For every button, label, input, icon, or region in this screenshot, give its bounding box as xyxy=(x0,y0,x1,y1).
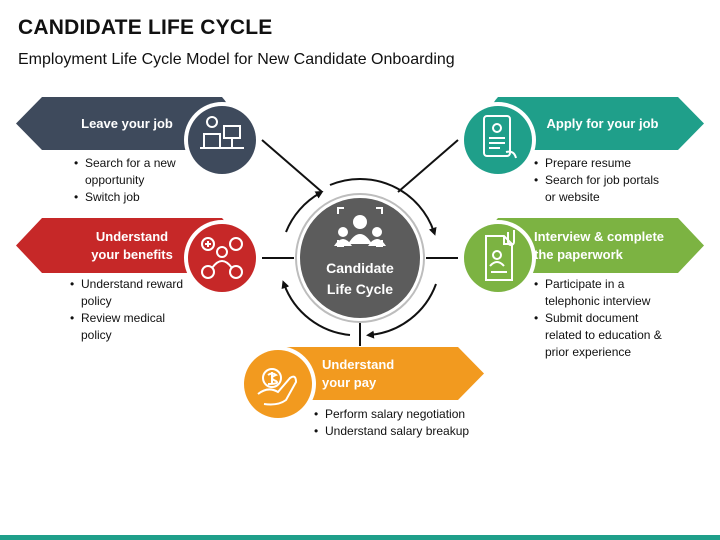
connector-lines xyxy=(261,139,459,346)
stage-benefits-bullets: Understand reward policy Review medical … xyxy=(70,276,190,344)
cycle-arrow-bottom-right xyxy=(366,283,437,339)
list-item: Perform salary negotiation xyxy=(314,406,504,423)
page-subtitle: Employment Life Cycle Model for New Cand… xyxy=(18,51,455,68)
page-title: CANDIDATE LIFE CYCLE xyxy=(18,16,273,39)
stage-interview-label-line1: Interview & complete xyxy=(534,228,665,244)
stage-pay-label-line2: your pay xyxy=(322,374,377,390)
bottom-accent-bar xyxy=(0,535,720,540)
stage-pay-banner xyxy=(240,346,484,422)
salary-hand-icon xyxy=(257,368,298,406)
stage-apply-label: Apply for your job xyxy=(530,97,675,150)
list-item: Participate in a telephonic interview xyxy=(534,276,674,310)
center-label-line2: Life Cycle xyxy=(326,281,394,297)
cycle-arrows xyxy=(281,177,437,339)
mobile-resume-icon xyxy=(483,115,517,159)
connector-leave xyxy=(261,139,323,193)
list-item: Search for a new opportunity xyxy=(74,155,194,189)
cycle-arrow-bottom-left xyxy=(281,280,351,336)
stage-interview-label: Interview & complete the paperwork xyxy=(534,218,684,273)
center-label-line1: Candidate xyxy=(326,260,394,276)
stage-apply-label-line1: Apply for your job xyxy=(546,115,659,131)
stage-benefits-label-line1: Understand xyxy=(95,228,169,244)
list-item: Understand salary breakup xyxy=(314,423,504,440)
stage-benefits-label-line2: your benefits xyxy=(91,246,173,262)
stage-benefits-banner xyxy=(16,218,260,296)
benefits-icon xyxy=(201,237,243,279)
stage-benefits-label: Understand your benefits xyxy=(52,218,212,273)
worker-at-desk-icon xyxy=(200,116,244,149)
cycle-arrow-top-right xyxy=(329,177,437,236)
document-icon xyxy=(485,230,515,281)
stage-interview-bullets: Participate in a telephonic interview Su… xyxy=(534,276,674,361)
stage-pay-bullets: Perform salary negotiation Understand sa… xyxy=(314,406,504,440)
team-people-icon xyxy=(334,207,386,247)
cycle-arrow-top-left xyxy=(285,191,324,233)
stage-leave-label: Leave your job xyxy=(52,97,202,150)
list-item: Submit document related to education & p… xyxy=(534,310,674,361)
stage-leave-label-line1: Leave your job xyxy=(81,115,173,131)
stage-pay-label: Understand your pay xyxy=(322,347,442,400)
stage-leave-banner xyxy=(16,97,260,178)
connector-apply xyxy=(397,139,459,193)
list-item: Understand reward policy xyxy=(70,276,190,310)
stage-interview-banner xyxy=(460,218,704,296)
center-node xyxy=(295,193,425,323)
stage-apply-banner xyxy=(460,97,704,178)
center-label: Candidate Life Cycle xyxy=(304,258,416,300)
stage-pay-label-line1: Understand xyxy=(322,356,395,372)
stage-leave-bullets: Search for a new opportunity Switch job xyxy=(74,155,194,206)
list-item: Switch job xyxy=(74,189,194,206)
stage-apply-bullets: Prepare resume Search for job portals or… xyxy=(534,155,664,206)
list-item: Prepare resume xyxy=(534,155,664,172)
list-item: Review medical policy xyxy=(70,310,190,344)
list-item: Search for job portals or website xyxy=(534,172,664,206)
stage-interview-label-line2: the paperwork xyxy=(534,246,623,262)
